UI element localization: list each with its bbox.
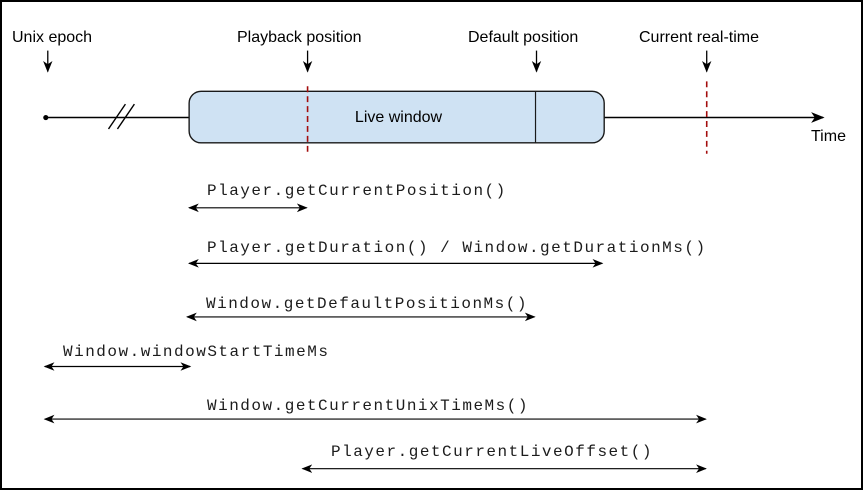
current-unix-time-method-label: Window.getCurrentUnixTimeMs(): [207, 397, 529, 415]
duration-method-label: Player.getDuration() / Window.getDuratio…: [207, 239, 707, 257]
unix-epoch-label: Unix epoch: [12, 29, 93, 46]
current-position-method-label: Player.getCurrentPosition(): [207, 182, 507, 200]
axis-break-slash-icon: [116, 103, 135, 130]
current-live-offset-method-label: Player.getCurrentLiveOffset(): [331, 443, 653, 461]
live-window-box: [188, 90, 605, 144]
live-window-label-container: Live window: [190, 91, 607, 143]
axis-break-slash-icon: [107, 103, 127, 130]
default-position-method-label: Window.getDefaultPositionMs(): [206, 295, 528, 313]
live-window-label: Live window: [354, 108, 443, 126]
current-real-time-label: Current real-time: [639, 29, 760, 46]
window-start-time-field-label: Window.windowStartTimeMs: [63, 343, 330, 361]
playback-position-label: Playback position: [237, 29, 362, 46]
default-position-label: Default position: [468, 29, 579, 46]
time-axis-label: Time: [811, 128, 846, 145]
